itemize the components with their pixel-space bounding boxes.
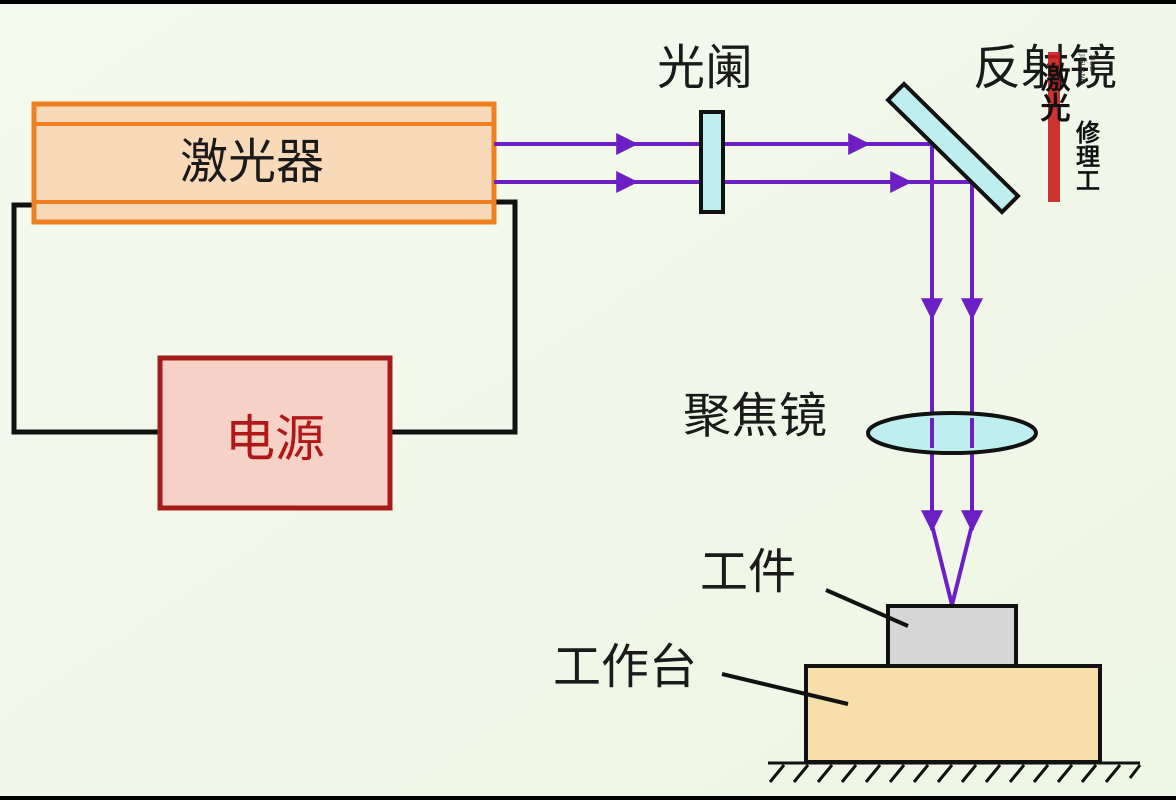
bottom-border: [0, 796, 1176, 800]
mirror: 反射镜: [885, 40, 1117, 215]
aperture: 光阑: [657, 40, 753, 214]
hatch-mark: [1008, 764, 1026, 783]
ground-hatching: [768, 764, 1142, 783]
worktable-leader-line: [721, 672, 849, 706]
focusing-lens: 聚焦镜: [683, 388, 1038, 455]
hatch-mark: [912, 764, 930, 783]
hatch-mark: [888, 764, 906, 783]
lens-shape: [866, 411, 1038, 455]
power-supply: 电源: [157, 355, 393, 511]
laser-label: 激光器: [180, 134, 324, 190]
hatch-mark: [864, 764, 882, 783]
mirror-plate: [885, 81, 1021, 215]
aperture-plate: [699, 110, 725, 214]
lens-label: 聚焦镜: [683, 388, 827, 444]
laser: 激光器: [31, 101, 497, 225]
workpiece-label: 工件: [700, 544, 796, 600]
beam-converge-right: [950, 524, 974, 606]
hatch-mark: [1032, 764, 1050, 783]
hatch-mark: [1128, 764, 1142, 779]
worktable-body: [804, 664, 1102, 764]
watermark-side-text: 修理工: [1072, 120, 1101, 192]
left-wire: [11, 202, 160, 435]
hatch-mark: [1104, 764, 1122, 783]
hatch-mark: [792, 764, 810, 783]
hatch-mark: [816, 764, 834, 783]
hatch-mark: [960, 764, 978, 783]
power-label: 电源: [225, 410, 325, 468]
watermark-red-stroke: [1048, 52, 1060, 202]
power-wires: [11, 199, 518, 435]
hatch-mark: [1056, 764, 1074, 783]
watermark-roman-text-2: XIULI: [1088, 54, 1096, 72]
hatch-mark: [936, 764, 954, 783]
worktable-label: 工作台: [553, 639, 697, 695]
top-border: [0, 0, 1176, 4]
workpiece-leader-line: [825, 588, 909, 628]
right-wire: [390, 199, 518, 435]
workpiece-body: [886, 604, 1018, 668]
hatch-mark: [984, 764, 1002, 783]
beam-through-lens: [930, 418, 974, 448]
power-box: [157, 355, 393, 511]
hatch-mark: [768, 764, 786, 783]
hatch-mark: [1080, 764, 1098, 783]
beam-converge-left: [930, 524, 954, 606]
mirror-label: 反射镜: [973, 40, 1117, 96]
watermark-logo: 激光 修理工 JIGUANG XIULI: [1035, 52, 1101, 202]
aperture-label: 光阑: [657, 40, 753, 96]
workpiece: 工件: [700, 544, 1018, 668]
ground: [768, 761, 1142, 783]
watermark-main-text: 激光: [1035, 62, 1071, 122]
hatch-mark: [840, 764, 858, 783]
watermark-roman-text-1: JIGUANG: [1078, 53, 1086, 84]
